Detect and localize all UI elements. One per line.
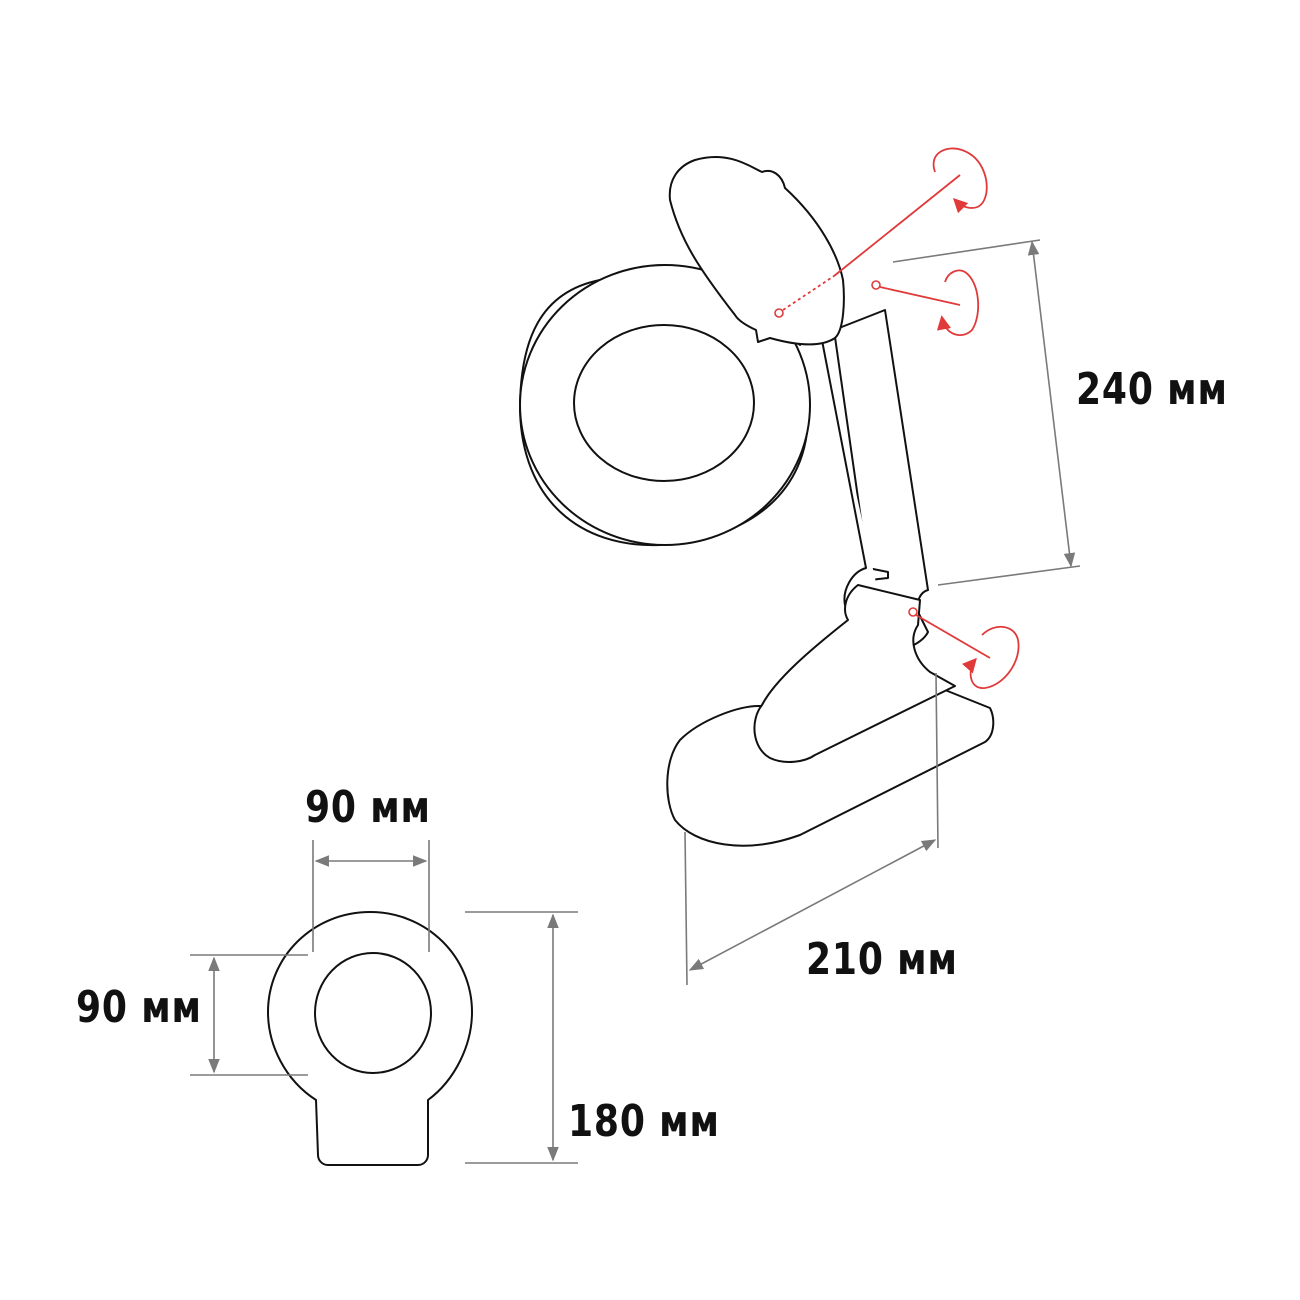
label-head-height: 180 мм <box>568 1096 720 1147</box>
dimension-base-length <box>684 672 939 986</box>
rotation-indicator-shade <box>774 147 988 318</box>
lamp-shade <box>668 156 845 346</box>
dimension-head-height <box>465 911 578 1164</box>
magnifier-ring <box>519 264 811 547</box>
lens-inner <box>573 324 755 482</box>
pivot-point <box>871 280 881 290</box>
label-base-length: 210 мм <box>806 934 958 985</box>
front-view <box>190 840 578 1166</box>
pivot-point <box>908 607 918 617</box>
rotation-indicator-base <box>908 607 1020 689</box>
base <box>666 584 995 847</box>
side-view <box>519 147 1081 986</box>
front-lens <box>314 952 432 1074</box>
dimension-lens-width <box>312 840 430 952</box>
dimension-lens-height <box>190 954 308 1076</box>
dimension-arm-length <box>892 239 1081 586</box>
rotation-indicator-arm-top <box>871 269 980 336</box>
label-lens-height: 90 мм <box>76 982 202 1033</box>
pivot-point <box>774 308 784 318</box>
label-arm-length: 240 мм <box>1076 364 1228 415</box>
label-lens-width: 90 мм <box>305 782 431 833</box>
